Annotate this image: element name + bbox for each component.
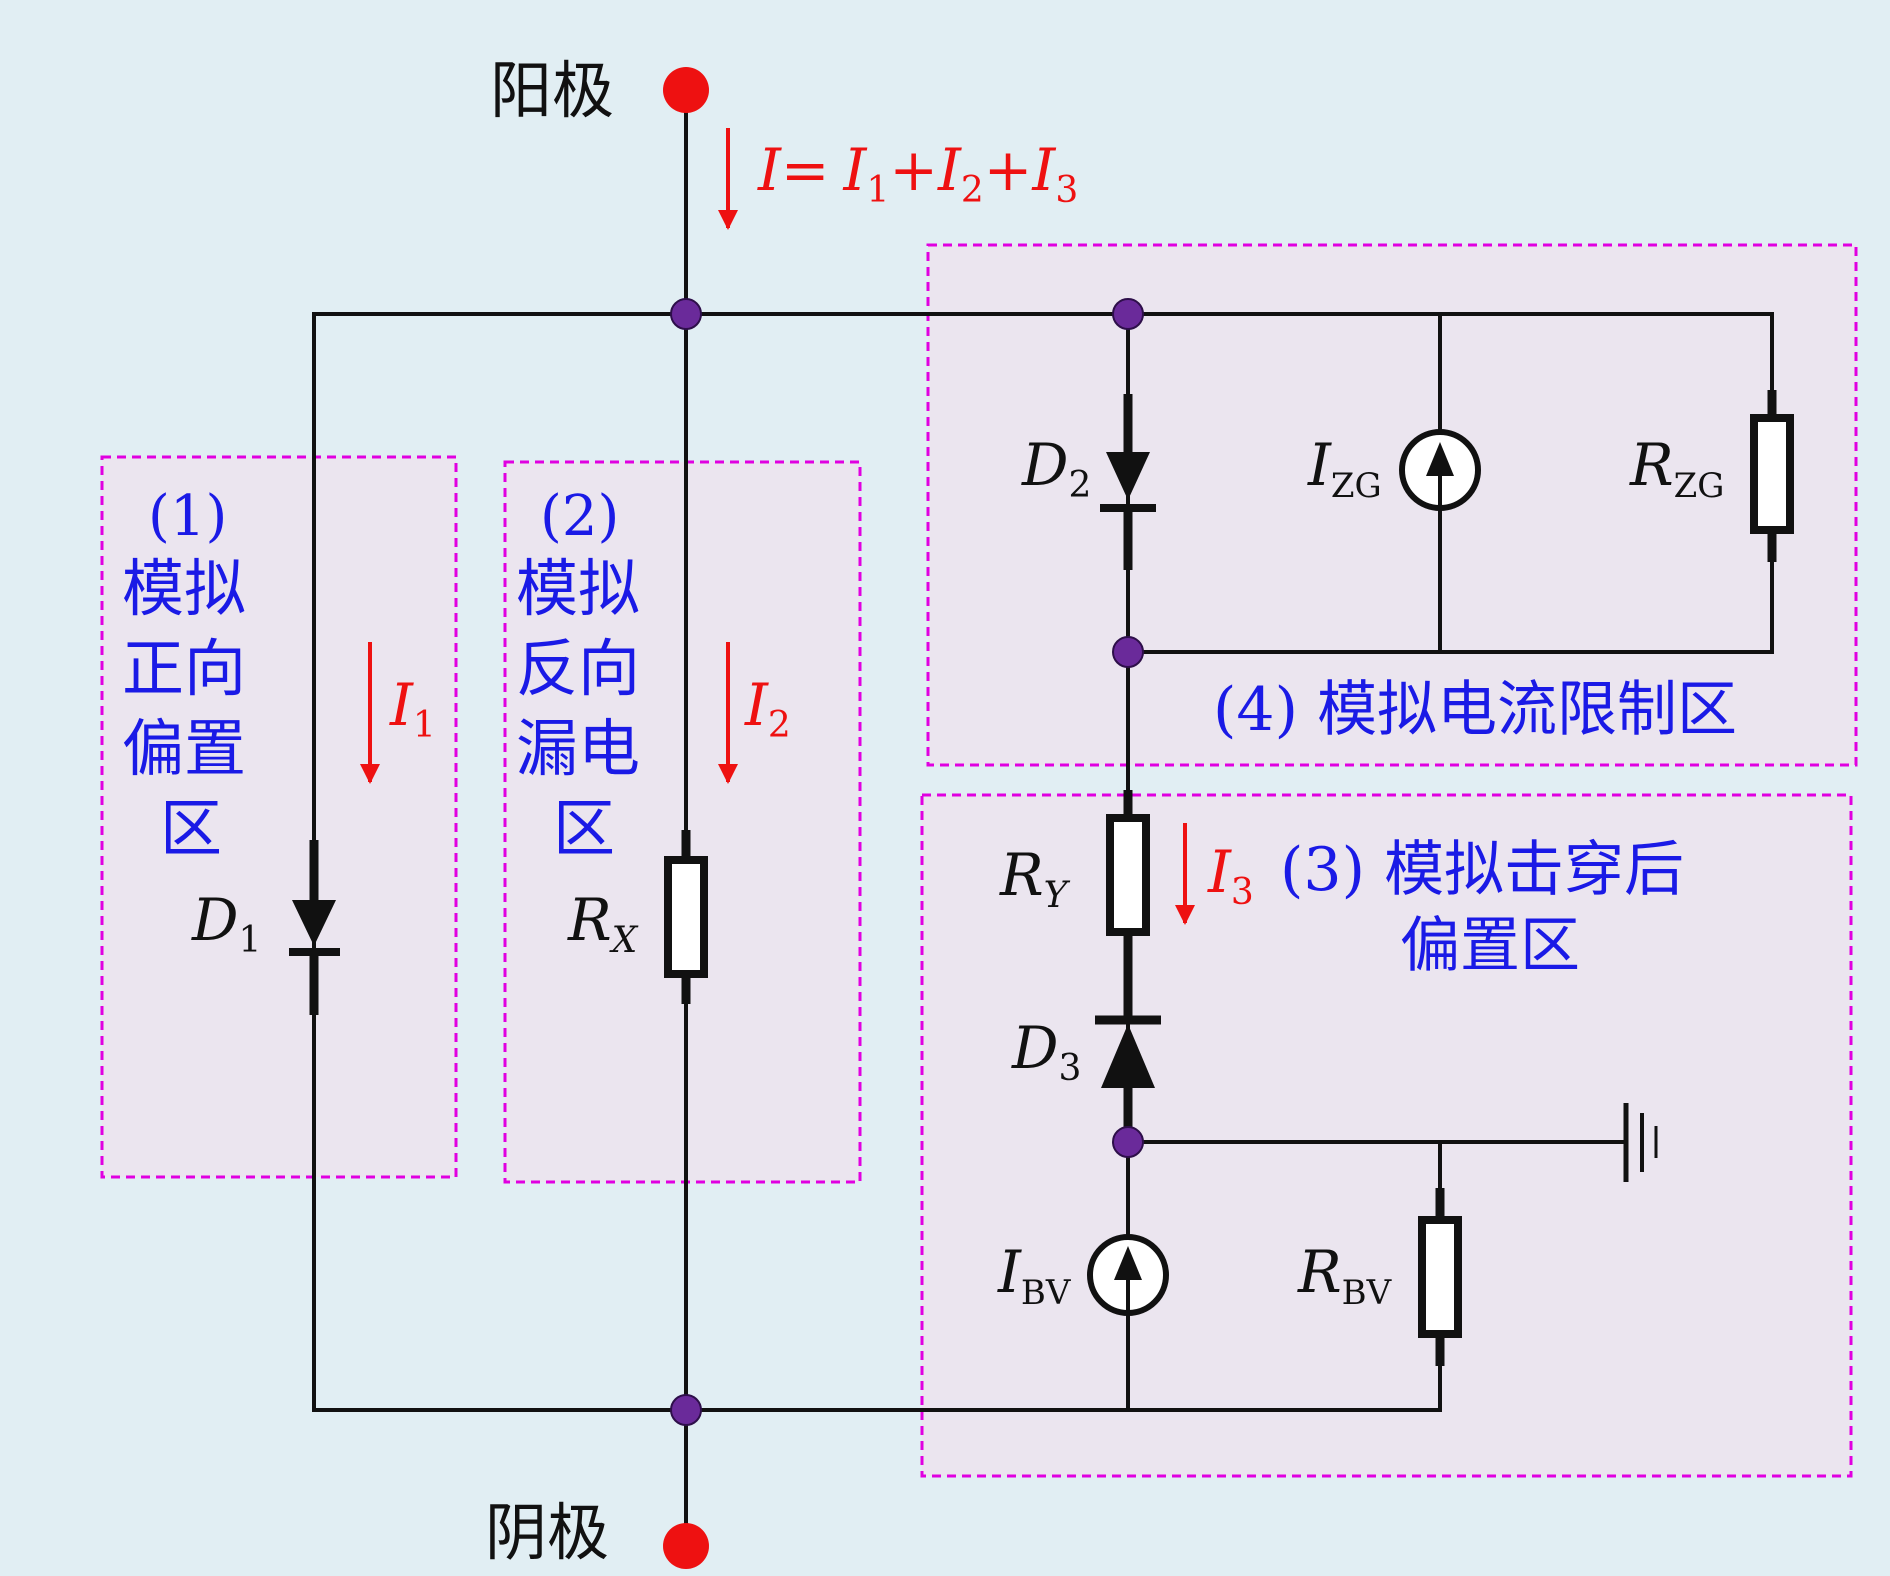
zone-1-labels: (1) 模拟 正向 偏置 区 — [122, 484, 246, 865]
label-rzg: RZG — [1629, 431, 1724, 506]
current-source-ibv — [1087, 1234, 1169, 1316]
resistor-ry — [1106, 790, 1150, 965]
cathode-terminal — [663, 1523, 709, 1569]
zone-1-line-2: 正向 — [122, 632, 246, 705]
junction-nodes — [670, 298, 1144, 1426]
zone-3-line-2: 偏置区 — [1400, 911, 1580, 981]
zone-1-line-4: 区 — [160, 792, 222, 865]
label-ibv: IBV — [997, 1238, 1072, 1313]
resistor-rbv — [1418, 1188, 1462, 1366]
label-izg: IZG — [1307, 431, 1382, 506]
zone-1-number: (1) — [148, 484, 227, 549]
diode-d3 — [1095, 965, 1161, 1128]
label-ry: RY — [999, 841, 1071, 916]
resistor-rx — [664, 830, 708, 1004]
label-d2: D2 — [1021, 431, 1091, 506]
zone-2-box — [503, 460, 862, 1184]
zone-4-label: (4) 模拟电流限制区 — [1213, 675, 1737, 745]
cathode-label: 阴极 — [485, 1496, 609, 1569]
node-top-main — [670, 298, 702, 330]
current-source-izg — [1399, 429, 1481, 511]
label-rx: RX — [567, 886, 639, 961]
anode-label: 阳极 — [490, 54, 614, 127]
zone-2-line-4: 区 — [553, 792, 615, 865]
current-arrows — [360, 128, 1195, 925]
node-top-right — [1112, 298, 1144, 330]
zone-2-line-1: 模拟 — [516, 552, 640, 625]
node-ground — [1112, 1126, 1144, 1158]
ground-icon — [1623, 1103, 1658, 1182]
zone-2-number: (2) — [540, 484, 619, 549]
zone-2-line-3: 漏电 — [516, 712, 640, 785]
node-bottom-main — [670, 1394, 702, 1426]
label-i2: I2 — [744, 671, 791, 746]
anode-terminal — [663, 67, 709, 113]
zone-3-box — [920, 793, 1853, 1478]
zone-4-box — [926, 243, 1858, 767]
label-d3: D3 — [1011, 1014, 1081, 1089]
label-d1: D1 — [191, 886, 261, 961]
zone-1-line-1: 模拟 — [122, 552, 246, 625]
resistor-rzg — [1750, 390, 1794, 562]
zone-2-labels: (2) 模拟 反向 漏电 区 — [516, 484, 640, 865]
label-i3: I3 — [1207, 838, 1254, 913]
node-zone4-bottom — [1112, 636, 1144, 668]
zone-1-line-3: 偏置 — [122, 712, 246, 785]
zone-2-line-2: 反向 — [516, 632, 640, 705]
label-rbv: RBV — [1297, 1238, 1393, 1313]
label-i1: I1 — [389, 671, 436, 746]
diode-d2 — [1100, 394, 1156, 570]
zone-3-line-1: (3) 模拟击穿后 — [1280, 835, 1684, 905]
diode-d1 — [289, 840, 340, 1015]
zone-1-box — [100, 455, 458, 1179]
total-current-formula: I=I1+I2+I3 — [757, 136, 1078, 211]
